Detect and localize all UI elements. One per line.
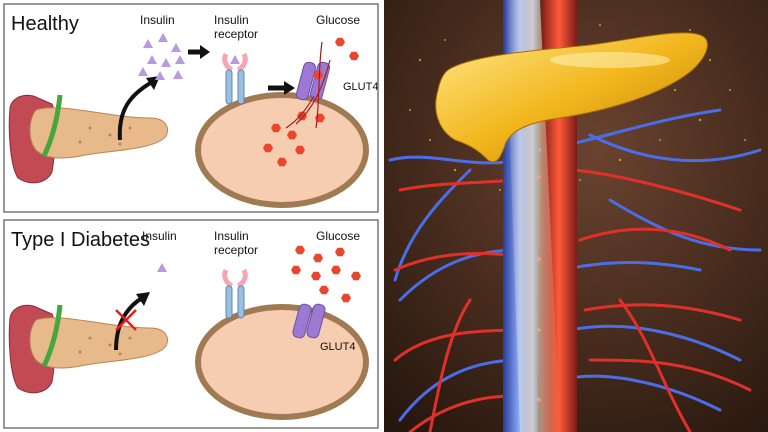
healthy-insulin-label: Insulin xyxy=(140,13,175,27)
diabetes-cell xyxy=(198,307,366,417)
diabetes-title: Type I Diabetes xyxy=(11,229,150,251)
diabetes-panel: Type I Diabetes Insulin Insulin receptor xyxy=(4,220,378,428)
pancreas-highlight xyxy=(550,52,670,68)
healthy-receptor-label-1: Insulin xyxy=(214,13,249,27)
healthy-glut4-label: GLUT4 xyxy=(343,81,378,93)
diabetes-glut4-label: GLUT4 xyxy=(320,341,355,353)
healthy-glucose-label: Glucose xyxy=(316,13,360,27)
diabetes-insulin-label: Insulin xyxy=(142,229,177,243)
healthy-receptor-label-2: receptor xyxy=(214,27,258,41)
diabetes-receptor-label-1: Insulin xyxy=(214,229,249,243)
healthy-title: Healthy xyxy=(11,13,79,35)
healthy-cell xyxy=(198,95,366,205)
diabetes-glucose-label: Glucose xyxy=(316,229,360,243)
diabetes-receptor-label-2: receptor xyxy=(214,243,258,257)
anatomy-illustration xyxy=(384,0,768,432)
healthy-panel: Healthy Insulin Insulin receptor xyxy=(4,4,378,212)
